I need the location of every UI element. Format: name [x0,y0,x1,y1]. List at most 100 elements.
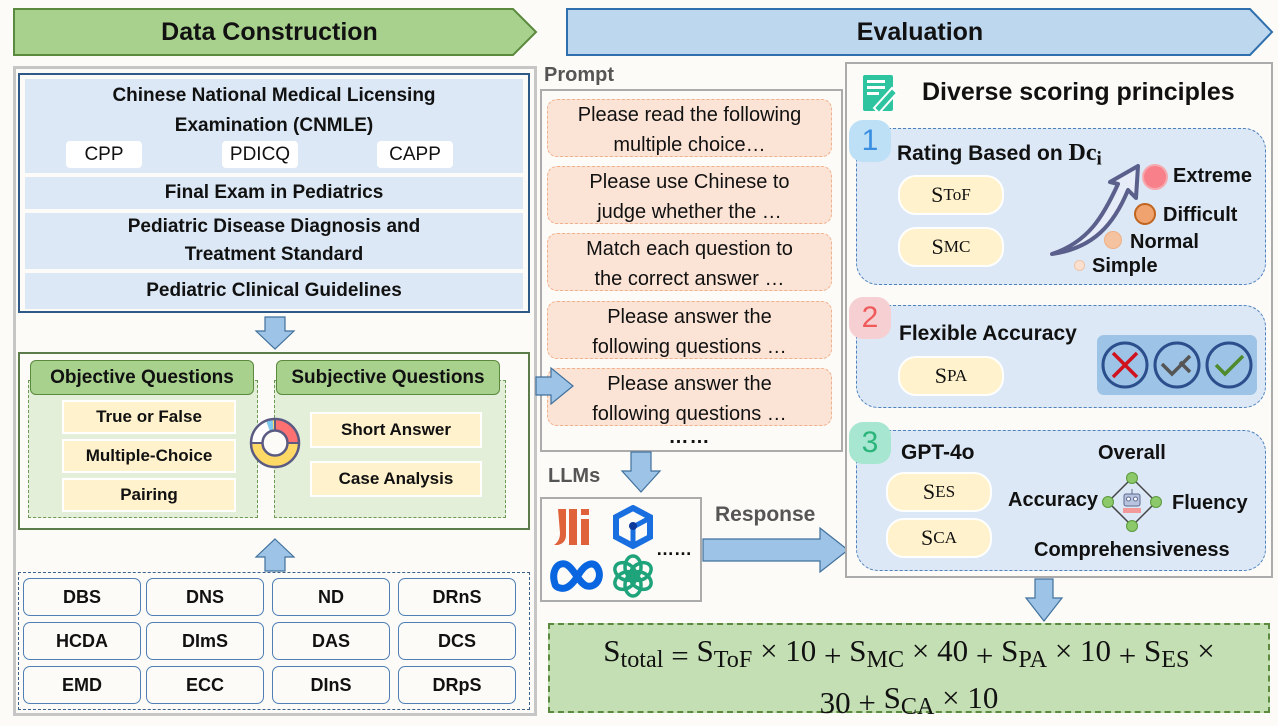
department-cell: DCS [398,622,516,660]
sub: PA [1018,646,1048,674]
deepseek-cube-icon [613,505,653,549]
extreme-dot-icon [1142,164,1168,190]
sym: S [849,633,867,668]
score-sub: ES [935,482,956,501]
weight: 10 [967,680,999,716]
llms-more-ellipsis: …… [656,539,692,559]
prompt-line: Please read the following [577,104,802,126]
criterion-overall: Overall [1098,442,1166,464]
question-type-item: Case Analysis [310,461,482,497]
sub: total [620,646,664,674]
prompt-item: Match each question to the correct answe… [547,233,832,291]
weight: 30 [819,684,851,720]
sym: S [696,633,714,668]
rating-title-text: Rating Based on [897,142,1063,165]
prompt-item: Please answer the following questions … [547,368,832,426]
llms-title: LLMs [548,465,601,487]
section-number-badge: 2 [849,297,891,339]
standard-source: Pediatric Disease Diagnosis and Treatmen… [25,213,523,269]
weight: 10 [1080,633,1112,668]
prompt-item: Please answer the following questions … [547,301,832,359]
score-sub: CA [933,528,958,547]
edit-notes-icon [863,75,899,114]
formula-term: SToF × 10 [696,633,817,674]
score-base: S [934,363,947,388]
normal-dot-icon [1104,231,1122,249]
score-base: S [920,525,934,550]
robot-evaluator-icon [1102,472,1162,532]
formula-term: SPA × 10 [1001,633,1112,674]
accuracy-marks-panel [1097,335,1257,395]
response-arrow-icon [702,527,849,573]
question-types-box: Objective Questions True or False Multip… [18,352,530,530]
prompt-item: Please read the following multiple choic… [547,99,832,157]
department-cell: HCDA [23,622,141,660]
total-score-formula: Stotal = SToF × 10 + SMC × 40 + SPA × 10… [548,623,1270,720]
down-arrow-icon [254,316,296,350]
qwen-logo-icon [554,509,589,545]
department-cell: DAS [272,622,390,660]
question-type-item: Multiple-Choice [62,439,236,473]
section-title: Rating Based on Dci [897,140,1102,171]
evaluation-banner: Evaluation [566,8,1274,56]
up-arrow-icon [254,538,296,572]
objective-questions-header: Objective Questions [30,360,254,395]
banner-arrow-shape [566,8,1274,56]
department-cell: DNS [146,578,264,616]
data-construction-banner: Data Construction [13,8,538,56]
down-arrow-icon [1024,578,1064,622]
prompt-line: Please use Chinese to [589,171,790,193]
prompt-more-ellipsis: …… [668,425,711,448]
department-cell: EMD [23,666,141,704]
score-base: S [931,234,944,259]
sym: S [1144,633,1162,668]
donut-chart-icon [249,417,301,469]
criterion-comprehensiveness: Comprehensiveness [1034,539,1230,561]
cnmle-line2: Examination (CNMLE) [174,115,374,136]
formula-line2: 30 + SCA × 10 [550,679,1268,726]
scoring-principles-title: Diverse scoring principles [922,78,1235,106]
department-cell: ECC [146,666,264,704]
section-number-badge: 1 [849,120,891,162]
department-cell: DRpS [398,666,516,704]
guidelines-source: Pediatric Clinical Guidelines [25,273,523,309]
cnmle-source: Chinese National Medical Licensing Exami… [25,79,523,173]
partial-icon [1153,341,1201,389]
sub: ES [1161,646,1190,674]
prompt-item: Please use Chinese to judge whether the … [547,166,832,224]
correct-icon [1205,341,1253,389]
department-cell: ND [272,578,390,616]
score-sub: PA [946,366,968,385]
level-simple: Simple [1092,255,1158,277]
response-label: Response [715,503,816,526]
formula-term: SCA × 10 [883,680,999,721]
prompt-line: following questions … [592,403,787,425]
weight: 40 [937,633,969,668]
dci-math: Dci [1068,140,1102,170]
score-sub: ToF [943,185,971,204]
prompt-line: Please answer the [607,373,772,395]
data-sources-box: Chinese National Medical Licensing Exami… [18,73,530,313]
formula-lhs: Stotal [603,632,663,679]
prompt-line: Please answer the [607,306,772,328]
prompt-line: the correct answer … [594,268,785,290]
down-arrow-icon [620,451,662,493]
dc-text: Dc [1068,140,1097,166]
departments-grid: DBS DNS ND DRnS HCDA DImS DAS DCS EMD EC… [18,572,530,710]
data-construction-title: Data Construction [161,17,378,46]
sym: S [1001,633,1019,668]
department-cell: DRnS [398,578,516,616]
prompt-title: Prompt [544,64,614,86]
banner-arrow-shape [13,8,538,56]
score-base: S [931,182,944,207]
criterion-accuracy: Accuracy [1008,489,1099,511]
section-title: Flexible Accuracy [899,322,1077,345]
prompt-line: following questions … [592,336,787,358]
formula-term: SMC × 40 [849,633,969,674]
difficult-dot-icon [1134,203,1156,225]
evaluation-title: Evaluation [856,17,984,46]
standard-line1: Pediatric Disease Diagnosis and [127,216,421,237]
